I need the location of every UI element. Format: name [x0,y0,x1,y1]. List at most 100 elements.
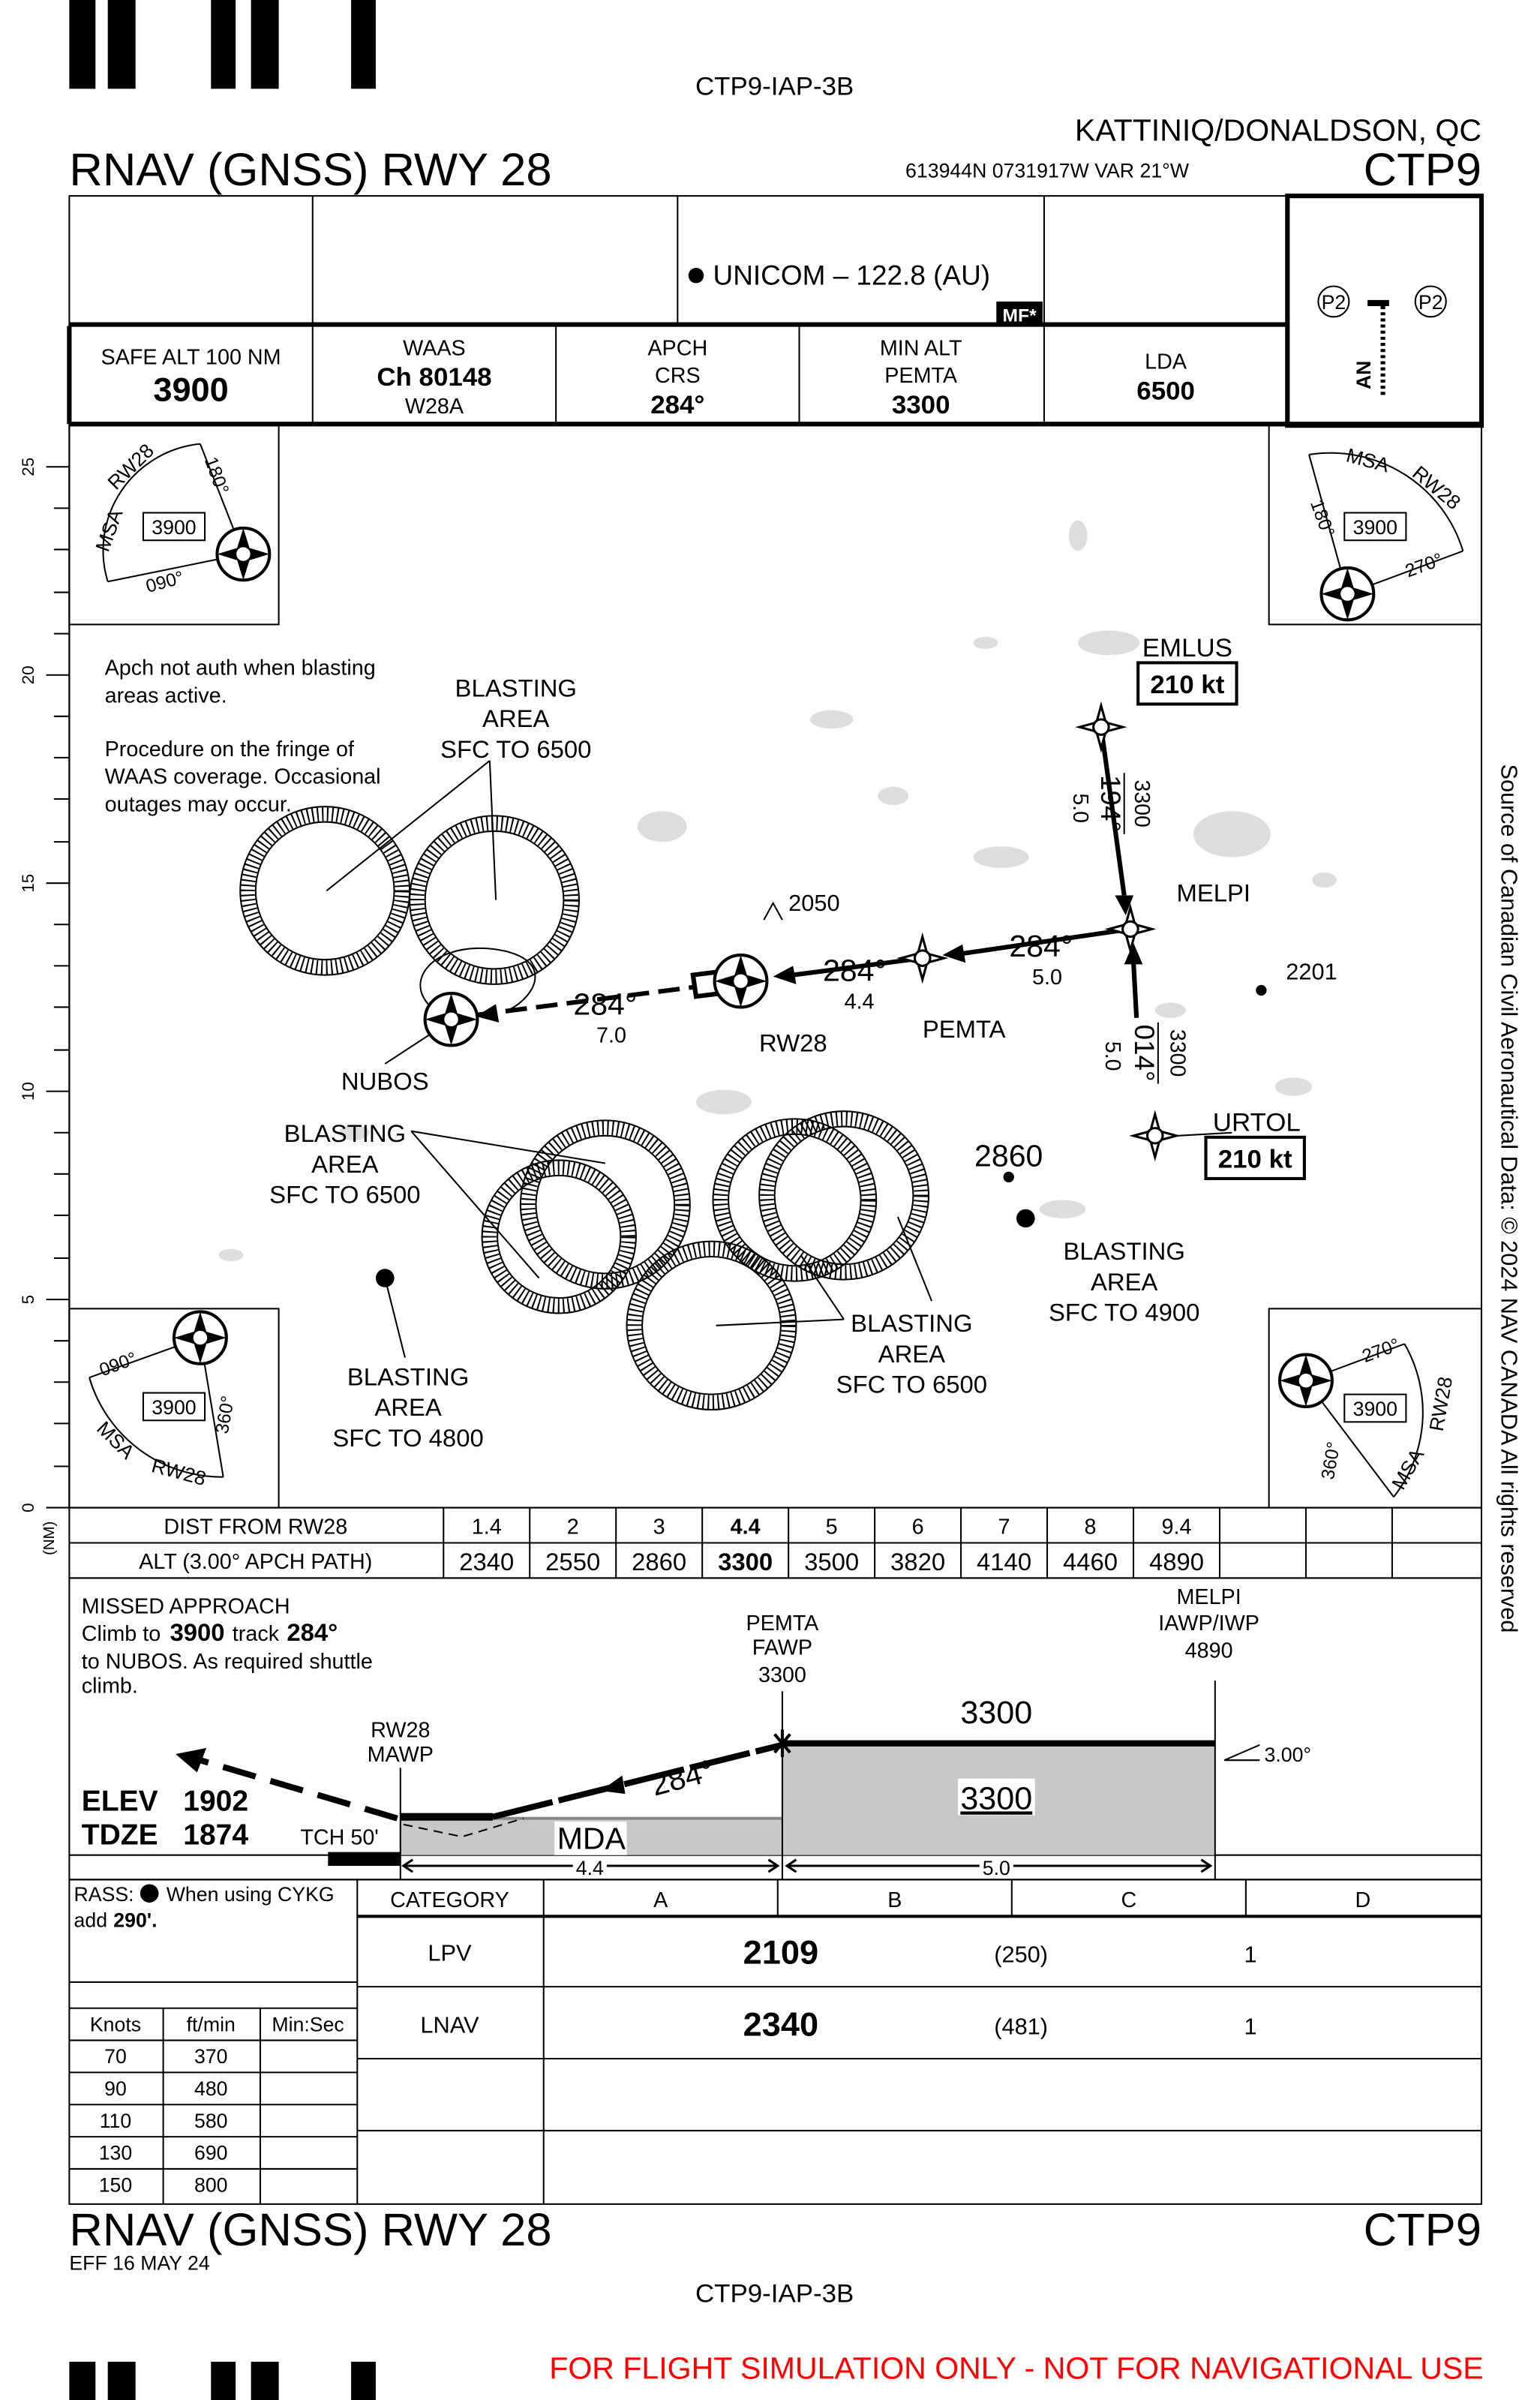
leg-urtol-melpi: 3300 014° 5.0 [1100,1022,1189,1084]
lda-label: LDA [1145,350,1187,374]
category-c-header: C [1121,1888,1136,1912]
urtol-speed: 210 kt [1218,1146,1292,1174]
waypoint-rw28-icon [715,955,767,1007]
msa-label: MSA [1344,444,1392,477]
msa-altitude: 3900 [1353,516,1397,539]
leg-pemta-rw28-course: 284° [823,954,887,988]
urtol-speed-box [1204,1135,1306,1180]
altitude-cell: 4890 [1149,1548,1204,1575]
rate-of-descent-table [69,1981,358,2204]
leg-emlus-melpi: 3300 194° 5.0 [1068,773,1154,834]
spot-elevation-highest: 2860 [974,1139,1043,1173]
scale-tick-label: 0 [19,1503,38,1512]
rate-header: Min:Sec [272,2013,344,2035]
scale-tick-label: 5 [19,1295,38,1304]
msa-bearing: 270° [1403,550,1445,582]
waypoint-melpi-icon [1107,906,1154,952]
msa-ref: RW28 [1408,461,1465,514]
footer-airport-id: CTP9 [1364,2204,1481,2256]
category-a-header: A [653,1888,668,1912]
msa-bearing: 180° [200,455,233,497]
airport-id: CTP9 [1364,144,1481,196]
distance-cell: 9.4 [1162,1515,1192,1539]
altitude-cell: 3300 [718,1548,773,1575]
emlus-speed: 210 kt [1150,671,1224,699]
profile-course: 284° [647,1753,718,1802]
scale-tick-label: 25 [19,458,38,476]
spot-elevation: 2201 [1286,959,1337,985]
rate-cell: 370 [194,2045,228,2068]
dist-row-label: DIST FROM RW28 [164,1515,347,1539]
height-above-threshold: (481) [994,2013,1048,2039]
rate-cell: 480 [194,2077,228,2100]
msa-bearing: 090° [144,568,186,597]
note-blasting: Apch not auth when blasting areas active… [104,655,376,707]
location: KATTINIQ/DONALDSON, QC [1075,113,1481,148]
altitude-cell: 3820 [890,1548,945,1575]
msa-altitude: 3900 [152,1396,196,1419]
waypoint-melpi-label: MELPI [1176,879,1250,907]
unicom-frequency: UNICOM – 122.8 (AU) [713,260,991,291]
rate-cell: 110 [100,2110,132,2132]
scale-tick-label: 10 [19,1082,38,1101]
waypoint-rw28-label: RW28 [759,1029,827,1057]
note-blasting-box: Apch not auth when blasting areas active… [104,655,376,707]
msa-bearing: 360° [212,1395,239,1436]
min-alt-label: MIN ALT [880,336,962,360]
min-alt-fix: PEMTA [884,364,958,388]
rate-cell: 90 [104,2077,127,2100]
coordinates: 613944N 0731917W VAR 21°W [905,160,1190,182]
rate-cell: 130 [99,2142,133,2164]
scale-tick-label: 15 [19,874,38,893]
distance-scale: 25 20 15 10 5 0 (NM) [19,458,71,1555]
waypoint-emlus-icon [1078,704,1124,750]
distance-cell: 1.4 [472,1515,502,1539]
blasting-areas [239,760,1035,1411]
leg-course: 194° [1095,775,1126,832]
waypoint-pemta-label: PEMTA [923,1015,1006,1043]
crs-label: CRS [655,364,701,388]
leg-melpi-pemta-course: 284° [1009,929,1073,963]
msa-ref: RW28 [1425,1375,1457,1433]
altitude-cell: 4140 [977,1548,1031,1575]
altitude-cell: 2550 [545,1548,600,1575]
simulation-disclaimer: FOR FLIGHT SIMULATION ONLY - NOT FOR NAV… [549,2351,1483,2386]
emlus-speed-box [1136,661,1238,706]
msa-inset-bottom-left: 3900 MSA RW28 090° 360° [68,1308,280,1509]
scale-unit: (NM) [41,1521,58,1555]
distance-cell: 2 [567,1515,579,1539]
leg-altitude: 3300 [1130,779,1154,828]
decision-altitude: 2109 [743,1933,818,1972]
leg-pemta-rw28-distance: 4.4 [845,990,875,1014]
registration-bars-top [69,0,376,89]
elev-label: ELEV [82,1786,158,1818]
apch-crs-value: 284° [650,391,704,419]
leg-melpi-pemta-distance: 5.0 [1032,966,1062,990]
distance-cell: 4.4 [731,1515,761,1539]
rate-cell: 800 [194,2174,228,2197]
msa-label: MSA [1387,1445,1428,1494]
safe-alt-label: SAFE ALT 100 NM [101,346,281,370]
minima-row-lnav: LNAV 2340 (481) 1 [420,2005,1256,2044]
waypoint-emlus-label: EMLUS [1142,634,1232,662]
leg-distance: 5.0 [1068,793,1092,823]
spot-height-icon [1003,1171,1014,1183]
briefing-strip [67,194,1484,428]
waypoint-pemta-icon [899,936,946,981]
rate-cell: 690 [194,2142,228,2164]
msa-label: MSA [92,1417,139,1464]
papi-right-label: P2 [1418,291,1443,314]
alt-row-label: ALT (3.00° APCH PATH) [139,1550,372,1574]
glidepath-angle: 3.00° [1265,1744,1312,1766]
rate-cell: 70 [104,2045,127,2068]
distance-cell: 5 [826,1515,838,1539]
msa-ref: RW28 [149,1454,209,1490]
distance-cell: 7 [998,1515,1010,1539]
